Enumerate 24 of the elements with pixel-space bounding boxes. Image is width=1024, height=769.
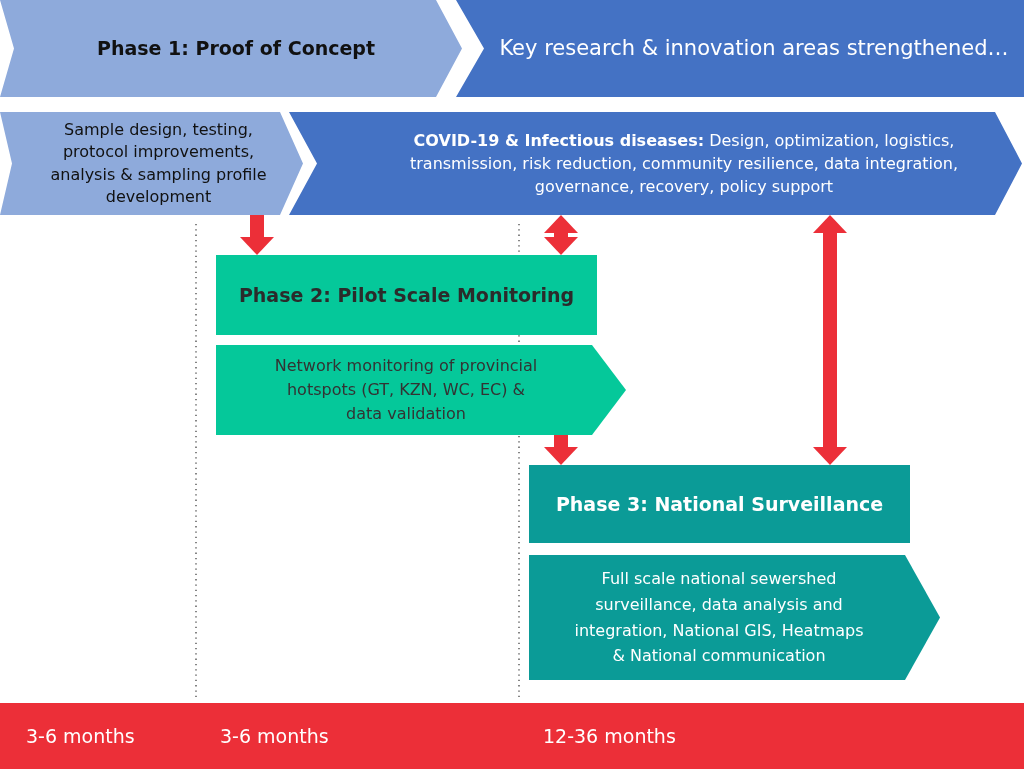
duration-label: 3-6 months	[220, 724, 329, 748]
duration-label: 12-36 months	[543, 724, 676, 748]
heading-banner	[456, 0, 1024, 97]
description-text: Sample design, testing, protocol improvements, analysis & sampling profile development	[49, 118, 268, 208]
phase-box	[216, 255, 597, 335]
timeline-bar	[0, 703, 1024, 769]
duration-label: 3-6 months	[26, 724, 135, 748]
description-banner	[0, 112, 303, 215]
double-arrow	[544, 215, 578, 255]
double-arrow	[813, 215, 847, 465]
phase-banner	[0, 0, 462, 97]
description-text: Network monitoring of provincial hotspots (GT, KZN, WC, EC) & data validation	[273, 355, 539, 425]
description-banner	[289, 112, 1022, 215]
arrow	[240, 215, 274, 255]
phase-title: Phase 1: Proof of Concept	[95, 36, 377, 61]
description-banner	[529, 555, 940, 680]
description-text: COVID-19 & Infectious diseases: Design, optimization, logistics, transmission, risk reduction, community resilience, data integration, governance, recovery, policy support	[409, 129, 959, 199]
arrow	[544, 435, 578, 465]
description-text: Full scale national sewershed surveillance, data analysis and integration, National GIS, Heatmaps & National communication	[573, 568, 865, 668]
phase-box	[529, 465, 910, 543]
phase-title: Phase 2: Pilot Scale Monitoring	[237, 282, 576, 308]
description-banner	[216, 345, 626, 435]
phase-title: Phase 3: National Surveillance	[554, 491, 885, 517]
banner-heading: Key research & innovation areas strengthened…	[498, 34, 1010, 62]
